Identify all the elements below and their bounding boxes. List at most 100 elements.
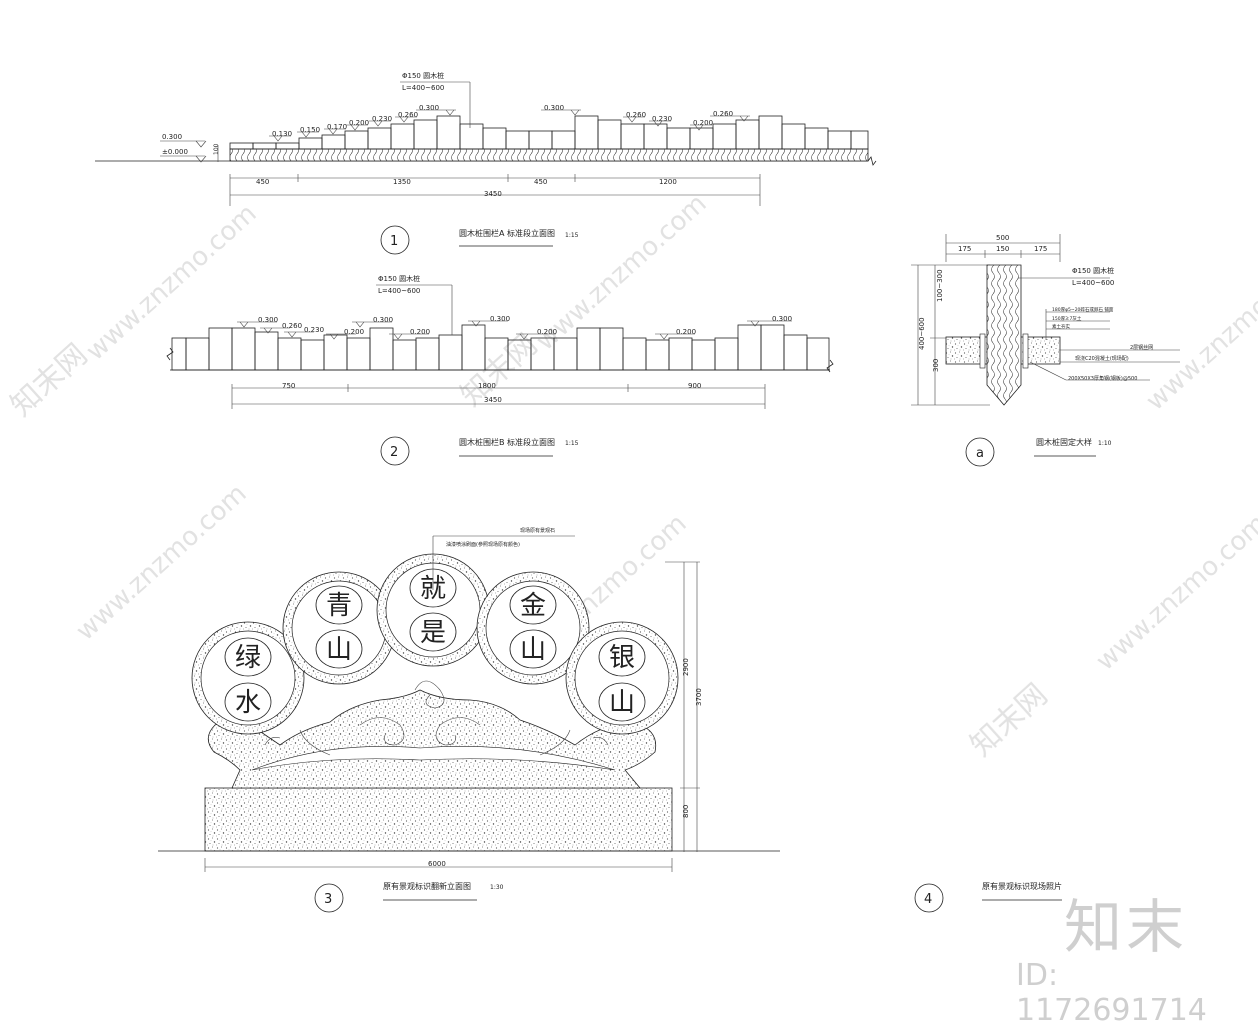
figa-note: 素土夯实 [1052,323,1070,330]
figa-side-total: 400~600 [918,317,926,350]
fig3-title: 原有景观标识翻新立面图 [383,881,471,891]
fig1-step-label: 0.300 [419,104,439,112]
figa-note: 150厚3:7灰土 [1052,315,1082,322]
fig2-step-label: 0.300 [373,316,393,324]
fig1-elevation: 0.300 ±0.000 100 0.130 0.150 0.170 0.200… [95,71,877,255]
fig3-medallions [191,553,679,735]
sign-char: 山 [520,635,546,665]
fig1-title: 圆木桩围栏A 标准段立面图 [459,228,555,238]
fig2-number: 2 [390,445,398,460]
fig2-callout-2: L=400~600 [378,287,420,295]
fig2-step-label: 0.200 [344,328,364,336]
fig3-dim-total: 3700 [695,688,703,706]
figa-top-dim: 500 [996,234,1009,242]
fig2-step-label: 0.300 [772,315,792,323]
watermark-id: ID: 1172691714 [1016,958,1207,1028]
sign-char: 青 [326,591,352,621]
fig1-step-label: 0.230 [652,115,672,123]
fig3-number: 3 [324,892,332,907]
figa-note: 2层钢丝网 [1130,344,1153,351]
fig3-sign-elevation: 绿 水 青 山 就 是 金 山 银 山 现场原有景观石 油漆喷涂刷面(参照现场原… [158,527,780,913]
fig2-step-label: 0.300 [258,316,278,324]
fig1-step-label: 0.230 [372,115,392,123]
fig3-dim-width: 6000 [428,860,446,868]
fig1-step-label: 0.200 [693,119,713,127]
fig1-callout-2: L=400~600 [402,84,444,92]
fig1-level-high: 0.300 [162,133,182,141]
figa-scale: 1:10 [1098,440,1112,447]
fig3-callout-1: 现场原有景观石 [520,527,555,534]
figa-subdim: 175 [958,245,971,253]
figa-title: 圆木桩固定大样 [1036,437,1092,447]
watermark-brand: 知末网 [964,677,1054,763]
fig2-step-label: 0.200 [537,328,557,336]
fig1-scale: 1:15 [565,232,579,239]
watermark-logo: 知末 [1064,893,1189,961]
sign-char: 水 [235,688,261,718]
fig2-title: 圆木桩围栏B 标准段立面图 [459,437,555,447]
watermark-site: www.znzmo.com [1140,249,1258,417]
fig3-dim-lower: 800 [682,805,690,818]
fig1-dim: 450 [534,178,547,186]
figa-note: 现浇C20混凝土(现场配) [1075,355,1129,362]
fig2-step-label: 0.230 [304,326,324,334]
fig3-callout-2: 油漆喷涂刷面(参照现场原有颜色) [446,541,520,548]
fig2-step-label: 0.200 [410,328,430,336]
fig4-number: 4 [924,892,932,907]
fig1-step-label: 0.130 [272,130,292,138]
fig1-base-dim: 100 [213,143,220,155]
fig1-number: 1 [390,234,398,249]
watermark-site: www.znzmo.com [1090,509,1258,677]
fig3-scale: 1:30 [490,884,504,891]
figa-callout-2: L=400~600 [1072,279,1114,287]
fig4-caption: 4 原有景观标识现场照片 [914,881,1062,913]
figa-callout-1: Φ150 圆木桩 [1072,266,1114,275]
watermark-brand: 知末网 [4,337,94,423]
watermark-site: www.znzmo.com [70,479,252,647]
fig2-scale: 1:15 [565,440,579,447]
fig3-dim-upper: 2900 [682,658,690,676]
figa-subdim: 150 [996,245,1009,253]
fig1-step-label: 0.150 [300,126,320,134]
fig1-step-label: 0.200 [349,119,369,127]
fig1-step-label: 0.260 [713,110,733,118]
figa-subdim: 175 [1034,245,1047,253]
fig1-step-label: 0.300 [544,104,564,112]
sign-char: 山 [609,688,635,718]
fig2-dim: 750 [282,382,295,390]
fig1-dim: 1350 [393,178,411,186]
sign-char: 金 [520,591,546,621]
sign-char: 是 [420,618,446,648]
fig1-step-labels: 0.130 0.150 0.170 0.200 0.230 0.260 0.30… [272,104,733,138]
figa-side-upper: 100~300 [936,269,944,302]
fig3-characters: 绿 水 青 山 就 是 金 山 银 山 [235,574,635,718]
sign-char: 银 [609,643,635,673]
fig1-step-label: 0.170 [327,123,347,131]
fig2-elevation: 0.300 0.260 0.230 0.200 0.300 0.200 0.30… [166,274,834,466]
fig2-step-label: 0.200 [676,328,696,336]
figa-note: 180厚φ5~20碎石或卵石 铺面 [1052,306,1114,313]
fig1-dim: 450 [256,178,269,186]
fig2-step-label: 0.300 [490,315,510,323]
fig1-dim: 1200 [659,178,677,186]
figa-note: 200X50X3厚角钢(钢板)@500 [1068,375,1137,382]
fig1-step-label: 0.260 [626,111,646,119]
fig2-total: 3450 [484,396,502,404]
fig2-dim: 1800 [478,382,496,390]
fig1-posts [229,115,869,150]
figa-side-lower: 300 [932,359,940,372]
fig1-callout-1: Φ150 圆木桩 [402,71,444,80]
fig1-total: 3450 [484,190,502,198]
sign-char: 山 [326,635,352,665]
fig2-dim: 900 [688,382,701,390]
fig3-character-ovals [224,568,646,722]
fig2-step-label: 0.260 [282,322,302,330]
watermark-site: www.znzmo.com [80,199,262,367]
fig2-callout-1: Φ150 圆木桩 [378,274,420,283]
fig1-level-zero: ±0.000 [162,148,188,156]
sign-char: 绿 [235,643,261,673]
figa-detail: 500 175 150 175 400~600 100~300 300 Φ150… [911,234,1180,467]
fig1-step-label: 0.260 [398,111,418,119]
